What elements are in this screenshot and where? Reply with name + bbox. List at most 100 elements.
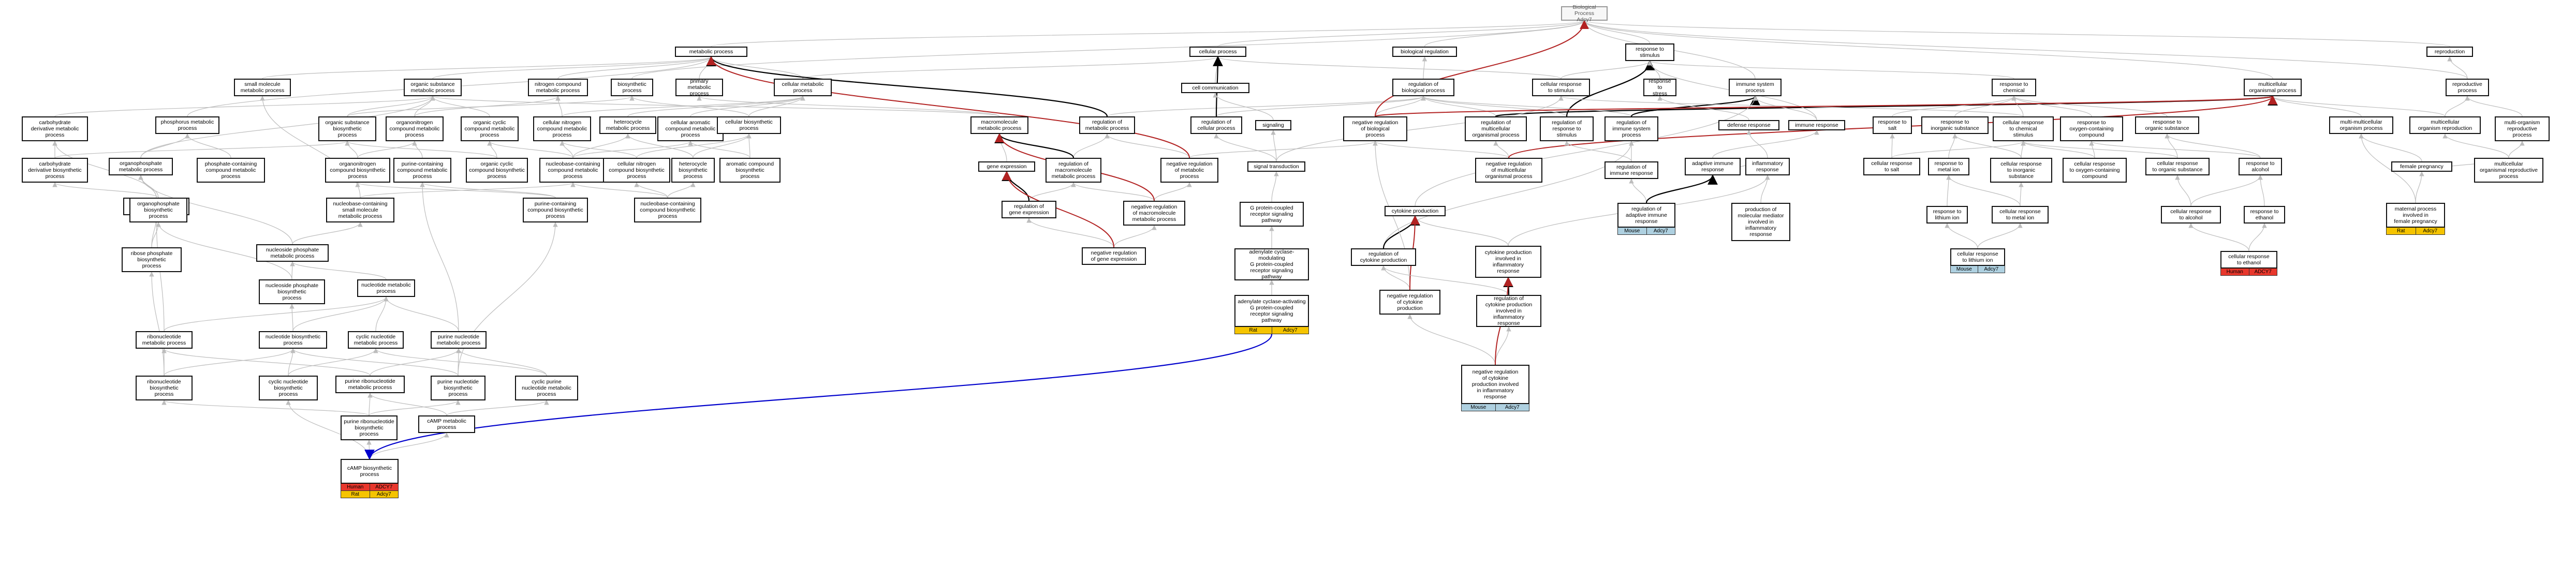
go-term-immr[interactable]: immune response xyxy=(1788,120,1845,130)
go-term-adimm[interactable]: adaptive immune response xyxy=(1685,158,1741,175)
go-term-pmmi[interactable]: production of molecular mediator involve… xyxy=(1731,203,1790,241)
go-term-fpreg[interactable]: female pregnancy xyxy=(2391,161,2452,172)
go-term-cytprod[interactable]: cytokine production xyxy=(1385,206,1446,216)
go-term-crts[interactable]: cellular response to stimulus xyxy=(1532,79,1590,96)
go-term-osbp[interactable]: organic substance biosynthetic process xyxy=(318,116,376,141)
go-term-rtos[interactable]: response to organic substance xyxy=(2135,116,2199,134)
go-term-cdmp[interactable]: carbohydrate derivative metabolic proces… xyxy=(22,116,88,141)
go-term-rtims[interactable]: response to inorganic substance xyxy=(1921,116,1989,134)
go-term-radimm[interactable]: regulation of adaptive immune response xyxy=(1617,203,1675,228)
go-term-pnucmp[interactable]: purine nucleotide metabolic process xyxy=(431,331,487,349)
go-term-crtchem[interactable]: cellular response to chemical stimulus xyxy=(1993,116,2054,141)
go-term-rtli[interactable]: response to lithium ion xyxy=(1926,206,1968,224)
go-term-macmp[interactable]: macromolecule metabolic process xyxy=(970,116,1028,134)
go-term-risp[interactable]: regulation of immune system process xyxy=(1605,116,1658,141)
go-term-npbp[interactable]: nucleoside phosphate biosynthetic proces… xyxy=(259,279,325,304)
go-term-geneexp[interactable]: gene expression xyxy=(978,161,1035,172)
go-term-cproc[interactable]: cellular process xyxy=(1189,47,1246,57)
go-term-phmp[interactable]: phosphorus metabolic process xyxy=(155,116,219,134)
go-term-cnucmp[interactable]: cyclic nucleotide metabolic process xyxy=(348,331,404,349)
go-term-breg[interactable]: biological regulation xyxy=(1392,47,1457,57)
go-term-nbcbp[interactable]: nucleobase-containing compound biosynthe… xyxy=(634,198,701,222)
go-term-morp[interactable]: multi-organism reproductive process xyxy=(2495,116,2550,141)
go-term-mpipreg[interactable]: maternal process involved in female preg… xyxy=(2386,203,2445,228)
go-term-crtocc[interactable]: cellular response to oxygen-containing c… xyxy=(2063,158,2127,183)
go-term-crteth[interactable]: cellular response to ethanol xyxy=(2220,251,2277,269)
go-term-rtocc[interactable]: response to oxygen-containing compound xyxy=(2060,116,2123,141)
go-term-rtstress[interactable]: response to stress xyxy=(1643,78,1676,97)
go-term-npmp[interactable]: nucleoside phosphate metabolic process xyxy=(256,244,329,262)
go-term-mp[interactable]: metabolic process xyxy=(675,47,747,57)
go-term-hbp[interactable]: heterocycle biosynthetic process xyxy=(671,158,715,183)
go-term-cncmp[interactable]: cellular nitrogen compound metabolic pro… xyxy=(533,116,591,141)
go-term-ncmp[interactable]: nitrogen compound metabolic process xyxy=(528,79,588,96)
go-term-acact[interactable]: adenylate cyclase-activating G protein-c… xyxy=(1234,295,1309,327)
go-term-biop[interactable]: biosynthetic process xyxy=(611,79,653,96)
go-term-mmop[interactable]: multi-multicellular organism process xyxy=(2329,116,2393,134)
go-term-pcbp[interactable]: purine-containing compound biosynthetic … xyxy=(523,198,588,222)
go-term-osmp[interactable]: organic substance metabolic process xyxy=(404,79,462,96)
go-term-crtsalt[interactable]: cellular response to salt xyxy=(1863,158,1920,175)
go-term-inflr[interactable]: inflammatory response xyxy=(1745,158,1790,175)
go-term-sigtrans[interactable]: signal transduction xyxy=(1247,161,1305,172)
go-term-cytinfl[interactable]: cytokine production involved in inflamma… xyxy=(1475,246,1541,278)
go-term-rcytprod[interactable]: regulation of cytokine production xyxy=(1351,248,1416,266)
go-term-rcp[interactable]: regulation of cellular process xyxy=(1190,116,1242,134)
go-term-cmp[interactable]: cellular metabolic process xyxy=(774,79,832,96)
go-term-nrcytprod[interactable]: negative regulation of cytokine producti… xyxy=(1379,290,1440,315)
go-term-rge[interactable]: regulation of gene expression xyxy=(1002,201,1056,218)
go-term-cacmp[interactable]: cellular aromatic compound metabolic pro… xyxy=(657,116,724,141)
go-term-crtmi[interactable]: cellular response to metal ion xyxy=(1992,206,2049,224)
go-term-occbp[interactable]: organic cyclic compound biosynthetic pro… xyxy=(466,158,528,183)
go-term-nbcsmmp[interactable]: nucleobase-containing small molecule met… xyxy=(326,198,394,222)
go-term-rtmi[interactable]: response to metal ion xyxy=(1928,158,1969,175)
go-term-rts[interactable]: response to stimulus xyxy=(1625,43,1674,61)
go-term-nucbp[interactable]: nucleotide biosynthetic process xyxy=(259,331,327,349)
go-term-acmod[interactable]: adenylate cyclase-modulating G protein-c… xyxy=(1234,248,1309,280)
go-term-occmp[interactable]: organic cyclic compound metabolic proces… xyxy=(461,116,519,141)
go-term-pnucbp[interactable]: purine nucleotide biosynthetic process xyxy=(431,376,485,400)
go-term-rmacmp[interactable]: regulation of macromolecule metabolic pr… xyxy=(1046,158,1101,183)
go-term-isp[interactable]: immune system process xyxy=(1729,79,1782,96)
go-term-crtos[interactable]: cellular response to organic substance xyxy=(2145,158,2210,175)
go-term-acbp[interactable]: aromatic compound biosynthetic process xyxy=(719,158,781,183)
go-term-rpbp[interactable]: ribose phosphate biosynthetic process xyxy=(122,247,182,272)
go-term-bp[interactable]: Biological Process Adcy7 xyxy=(1561,4,1608,23)
go-term-nrmacmp[interactable]: negative regulation of macromolecule met… xyxy=(1123,201,1185,226)
go-term-defr[interactable]: defense response xyxy=(1718,120,1779,130)
go-term-opmp[interactable]: organophosphate metabolic process xyxy=(109,158,173,175)
go-term-nucmp[interactable]: nucleotide metabolic process xyxy=(357,279,415,297)
go-term-rtchem[interactable]: response to chemical xyxy=(1992,79,2036,96)
go-term-signaling[interactable]: signaling xyxy=(1255,120,1291,130)
go-term-cbp[interactable]: cellular biosynthetic process xyxy=(717,116,781,134)
go-term-rtalc[interactable]: response to alcohol xyxy=(2239,158,2282,175)
go-term-campbp[interactable]: cAMP biosynthetic process xyxy=(341,459,399,484)
go-term-oncmp[interactable]: organonitrogen compound metabolic proces… xyxy=(386,116,444,141)
go-term-rrts[interactable]: regulation of response to stimulus xyxy=(1540,116,1594,141)
go-term-camp[interactable]: cAMP metabolic process xyxy=(418,415,475,433)
go-term-cpnmp[interactable]: cyclic purine nucleotide metabolic proce… xyxy=(515,376,578,400)
go-term-rnbp[interactable]: ribonucleotide biosynthetic process xyxy=(136,376,193,400)
go-term-crtli[interactable]: cellular response to lithium ion xyxy=(1950,248,2005,266)
go-term-morepro[interactable]: multicellular organism reproduction xyxy=(2409,116,2481,134)
go-term-crtims[interactable]: cellular response to inorganic substance xyxy=(1990,158,2052,183)
go-term-rprocess[interactable]: reproductive process xyxy=(2446,79,2489,96)
go-term-pmp[interactable]: primary metabolic process xyxy=(675,78,723,97)
go-term-repro[interactable]: reproduction xyxy=(2426,47,2473,57)
go-term-opbp[interactable]: organophosphate biosynthetic process xyxy=(129,198,187,222)
go-term-hmp[interactable]: heterocycle metabolic process xyxy=(599,116,656,134)
go-term-rnmp[interactable]: ribonucleotide metabolic process xyxy=(136,331,193,349)
go-term-ccomm[interactable]: cell communication xyxy=(1181,83,1249,93)
go-term-pcmp[interactable]: purine-containing compound metabolic pro… xyxy=(393,158,451,183)
go-term-smmp[interactable]: small molecule metabolic process xyxy=(234,79,291,96)
go-term-rcytinfl[interactable]: regulation of cytokine production involv… xyxy=(1476,295,1541,327)
go-term-rmop[interactable]: regulation of multicellular organismal p… xyxy=(1465,116,1527,141)
go-term-nrmop[interactable]: negative regulation of multicellular org… xyxy=(1475,158,1542,183)
go-term-nrge[interactable]: negative regulation of gene expression xyxy=(1082,247,1146,265)
go-term-rmp[interactable]: regulation of metabolic process xyxy=(1079,116,1135,134)
go-term-rteth[interactable]: response to ethanol xyxy=(2244,206,2285,224)
go-term-rimmr[interactable]: regulation of immune response xyxy=(1605,161,1658,179)
go-term-cnucbp[interactable]: cyclic nucleotide biosynthetic process xyxy=(259,376,318,400)
go-term-crtalc[interactable]: cellular response to alcohol xyxy=(2161,206,2221,224)
go-term-rbp[interactable]: regulation of biological process xyxy=(1392,79,1454,96)
